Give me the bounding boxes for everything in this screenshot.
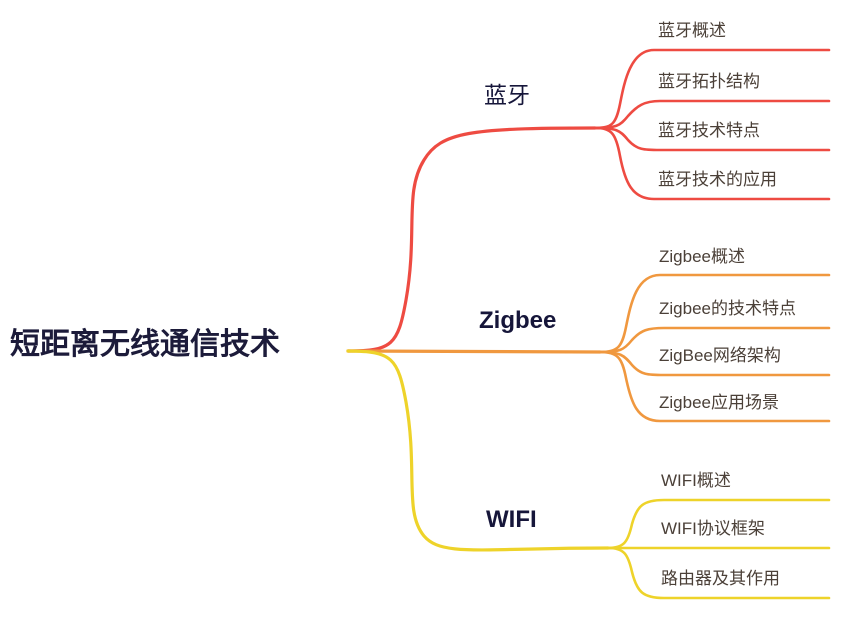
leaf-node-bluetooth-overview[interactable]: 蓝牙概述 [658, 21, 726, 40]
topic-node-zigbee[interactable]: Zigbee [479, 307, 557, 334]
topic-node-wifi[interactable]: WIFI [486, 506, 537, 533]
root-node[interactable]: 短距离无线通信技术 [10, 328, 280, 361]
trunk-line-bluetooth [346, 126, 597, 353]
trunk-line-wifi [346, 349, 610, 552]
trunk-line-zigbee [346, 349, 602, 354]
leaf-node-wifi-overview[interactable]: WIFI概述 [661, 471, 731, 490]
leaf-node-zigbee-features[interactable]: Zigbee的技术特点 [659, 299, 796, 318]
leaf-node-zigbee-network-architecture[interactable]: ZigBee网络架构 [659, 346, 781, 365]
topic-node-bluetooth[interactable]: 蓝牙 [484, 82, 530, 108]
leaf-node-zigbee-use-cases[interactable]: Zigbee应用场景 [659, 393, 779, 412]
leaf-node-bluetooth-topology[interactable]: 蓝牙拓扑结构 [658, 72, 760, 91]
leaf-node-bluetooth-features[interactable]: 蓝牙技术特点 [658, 121, 760, 140]
leaf-node-zigbee-overview[interactable]: Zigbee概述 [659, 247, 745, 266]
leaf-node-bluetooth-applications[interactable]: 蓝牙技术的应用 [658, 170, 777, 189]
leaf-node-wifi-protocol-framework[interactable]: WIFI协议框架 [661, 519, 765, 538]
leaf-node-wifi-router-role[interactable]: 路由器及其作用 [661, 569, 780, 588]
branch-lines-wifi [346, 349, 831, 600]
